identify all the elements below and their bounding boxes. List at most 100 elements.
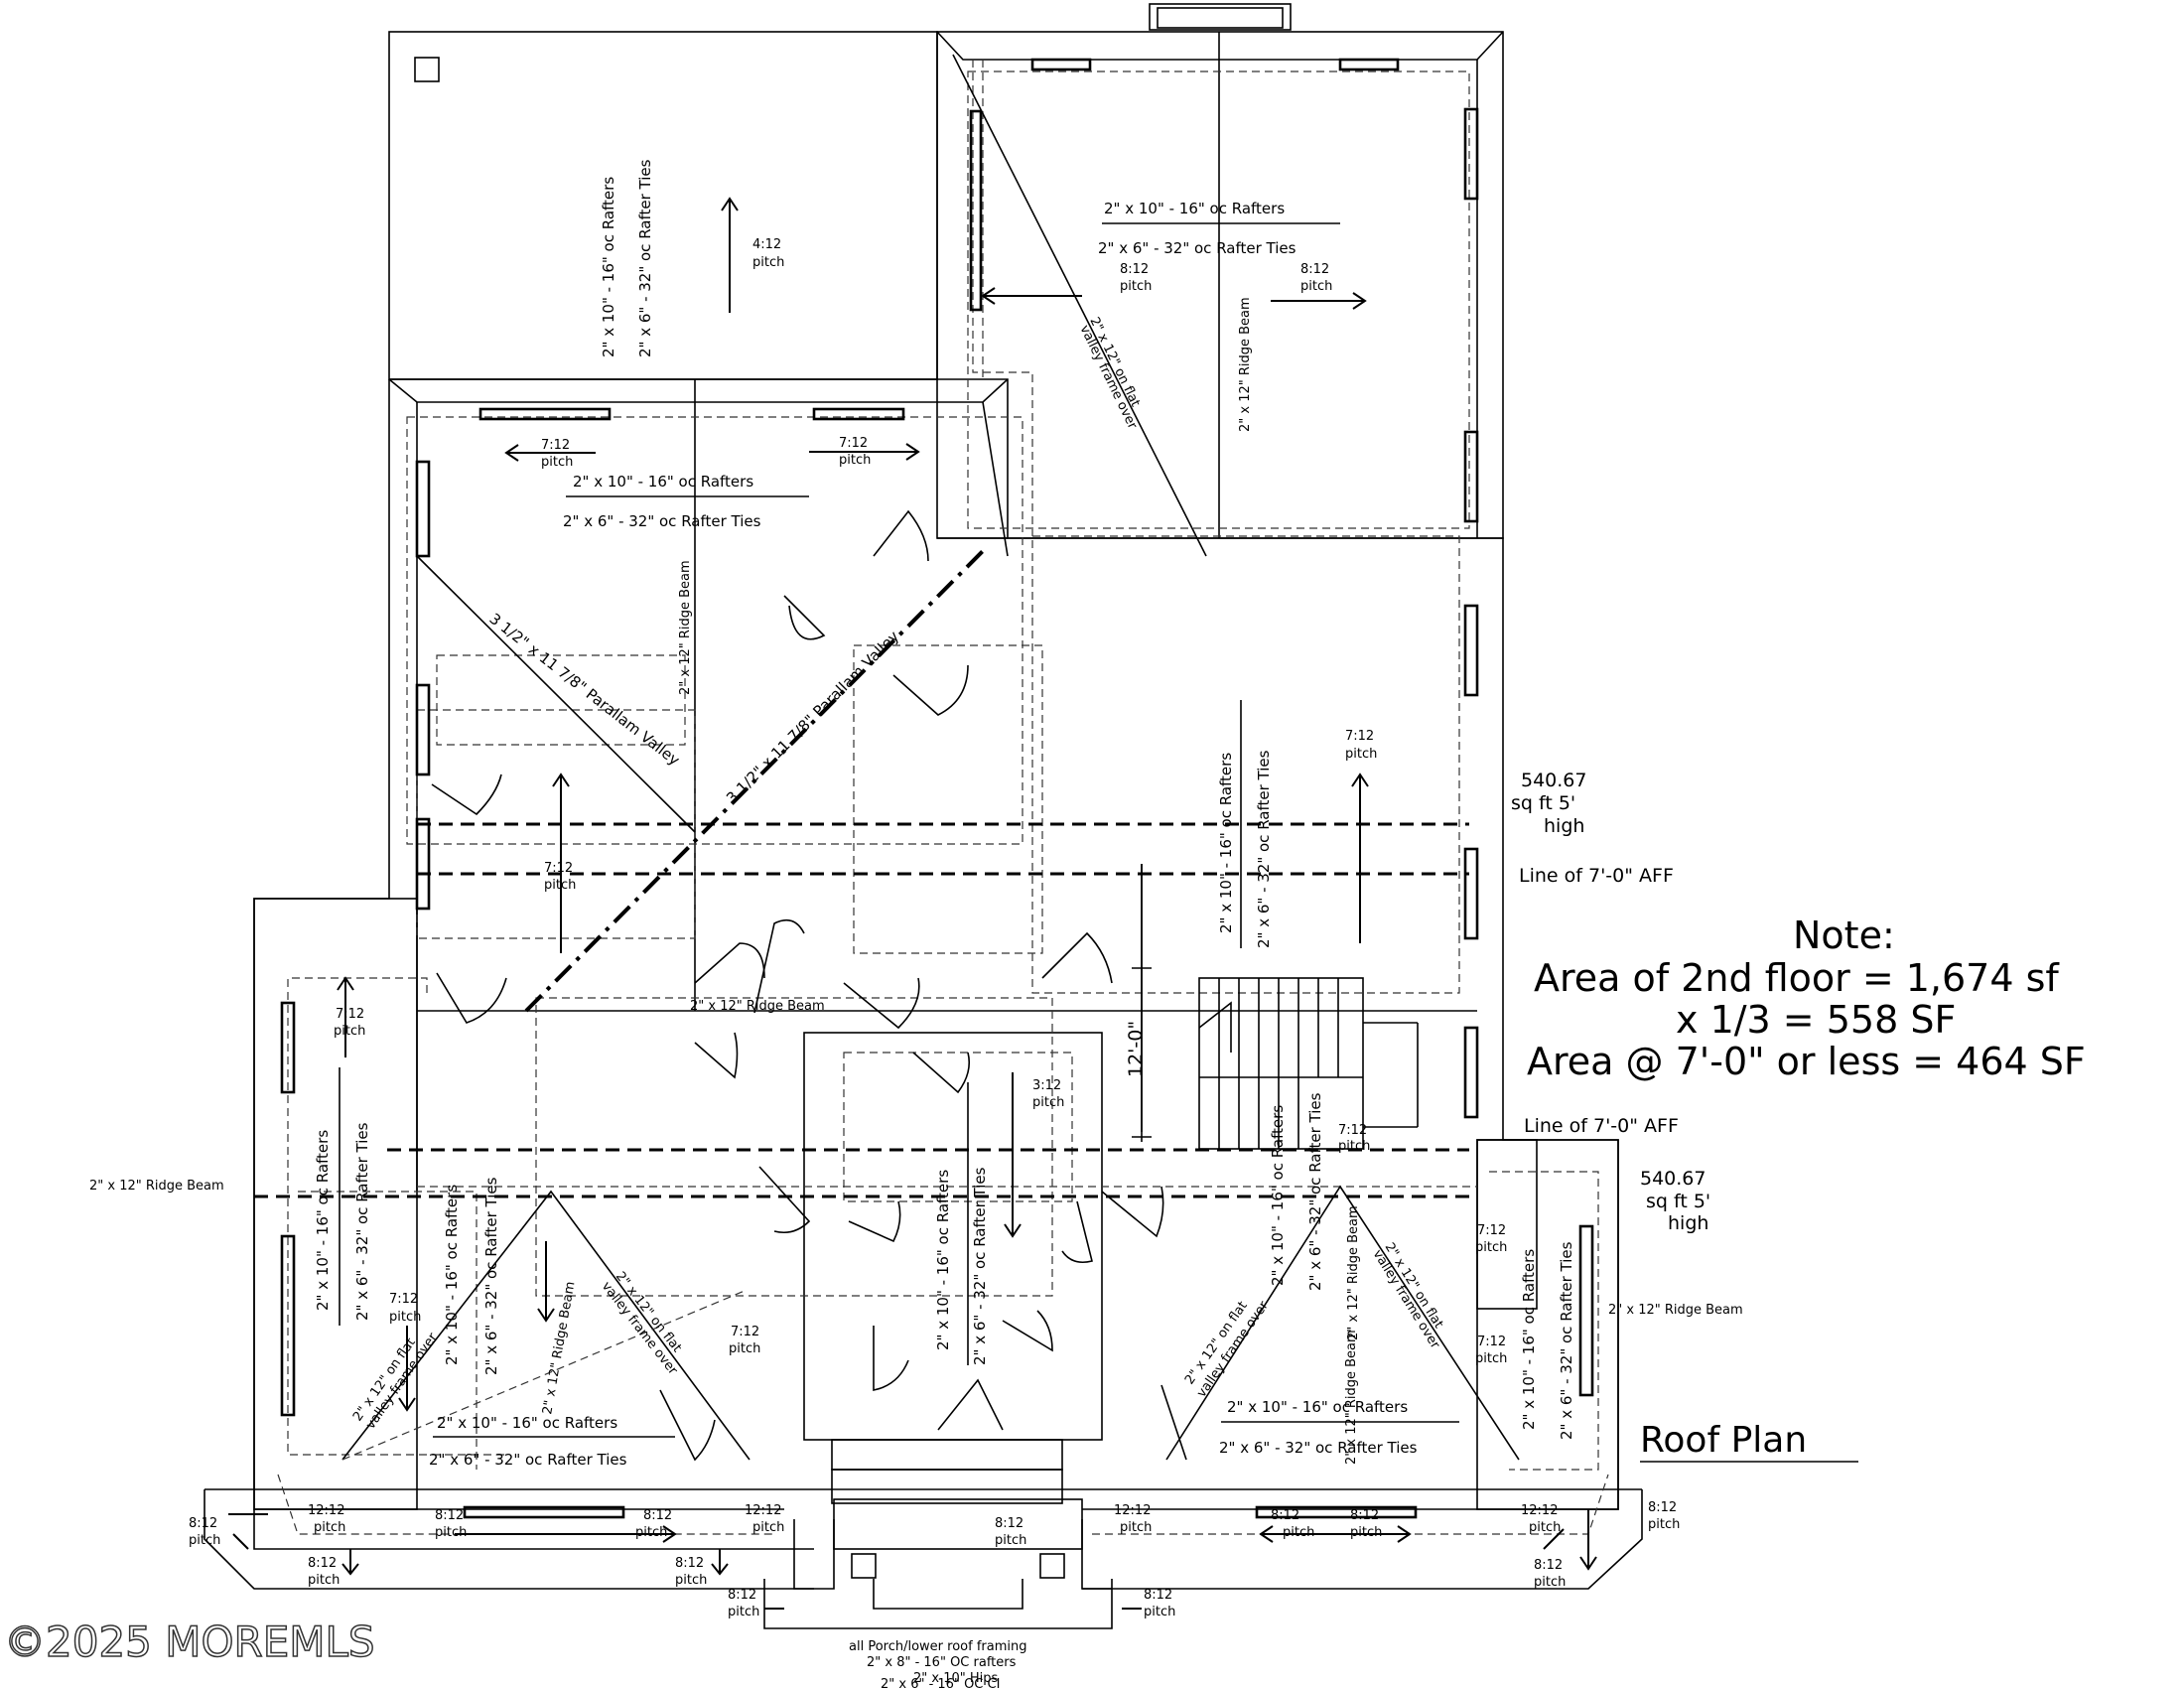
pitch-value-ll-mid: 7:12 bbox=[389, 1292, 418, 1307]
pitch-word-eave-14: pitch bbox=[1529, 1520, 1561, 1535]
pitch-value-eave-6: 8:12 bbox=[675, 1556, 704, 1571]
pitch-word-lr-top: pitch bbox=[1475, 1240, 1507, 1255]
pitch-word-ur-left: pitch bbox=[1120, 279, 1152, 294]
pitch-value-ml-b: 7:12 bbox=[839, 436, 868, 451]
rafters-label-ll: 2" x 10" - 16" oc Rafters bbox=[314, 1130, 332, 1311]
area-upper-line3: high bbox=[1544, 815, 1584, 837]
line-of-7ft-lower-label: Line of 7'-0" AFF bbox=[1524, 1115, 1679, 1137]
ridge-beam-label-far-right: 2" x 12" Ridge Beam bbox=[1608, 1303, 1743, 1318]
parallam-label-left: 3 1/2" x 11 7/8" Parallam Valley bbox=[486, 610, 684, 770]
note-line-2: x 1/3 = 558 SF bbox=[1676, 998, 1956, 1042]
pitch-word-eave-6: pitch bbox=[675, 1573, 707, 1588]
plan-title: Roof Plan bbox=[1640, 1420, 1807, 1461]
porch-note-3: 2" x 10" Hips bbox=[913, 1671, 999, 1686]
area-lower-line1: 540.67 bbox=[1640, 1168, 1706, 1190]
valley-line-left bbox=[416, 555, 696, 833]
pitch-word-eave-9: pitch bbox=[995, 1533, 1026, 1548]
line-of-7ft-aff bbox=[254, 822, 1477, 1198]
pitch-word-ll-top: pitch bbox=[334, 1024, 365, 1039]
valley-line-upper bbox=[952, 54, 1207, 557]
pitch-word-stair: pitch bbox=[1338, 1139, 1370, 1154]
pitch-value-eave-9: 8:12 bbox=[995, 1516, 1024, 1531]
pitch-word-eave-5: pitch bbox=[635, 1525, 667, 1540]
ridge-beam-label-lr: 2" x 12" Ridge Beam bbox=[1346, 1205, 1361, 1340]
pitch-value-ml-a: 7:12 bbox=[541, 438, 570, 453]
pitch-value-eave-5: 8:12 bbox=[643, 1508, 672, 1523]
hip-lines bbox=[341, 1185, 1520, 1461]
pitch-word-eave-4: pitch bbox=[435, 1525, 467, 1540]
dimension-12ft bbox=[1132, 864, 1152, 1138]
pitch-value-mr: 7:12 bbox=[1345, 729, 1374, 744]
rafters-label-ml: 2" x 10" - 16" oc Rafters bbox=[573, 473, 753, 491]
pitch-word-eave-2: pitch bbox=[314, 1520, 345, 1535]
pitch-value-ll-top: 7:12 bbox=[336, 1007, 364, 1022]
area-lower-line3: high bbox=[1668, 1212, 1708, 1234]
rafters-label-ur: 2" x 10" - 16" oc Rafters bbox=[1104, 200, 1285, 217]
rafter-ties-label-ll: 2" x 6" - 32" oc Rafter Ties bbox=[353, 1122, 371, 1321]
pitch-value-eave-1: 8:12 bbox=[189, 1516, 217, 1531]
porch-note-2: 2" x 8" - 16" OC rafters bbox=[867, 1655, 1017, 1670]
windows bbox=[280, 58, 1594, 1519]
pitch-word-ll-right: pitch bbox=[729, 1341, 760, 1356]
rafter-ties-label-stair: 2" x 6" - 32" oc Rafter Ties bbox=[1306, 1092, 1324, 1291]
pitch-word-lr-mid: pitch bbox=[1475, 1351, 1507, 1366]
pitch-word-eave-11: pitch bbox=[1144, 1605, 1175, 1619]
rafter-ties-label-ml: 2" x 6" - 32" oc Rafter Ties bbox=[563, 512, 761, 530]
pitch-value-eave-15: 8:12 bbox=[1648, 1500, 1677, 1515]
pitch-value-mid: 7:12 bbox=[544, 861, 573, 876]
pitch-value-ul: 4:12 bbox=[752, 237, 781, 252]
pitch-value-eave-7: 12:12 bbox=[745, 1503, 781, 1518]
pitch-word-mid: pitch bbox=[544, 878, 576, 893]
pitch-word-mr: pitch bbox=[1345, 747, 1377, 762]
pitch-value-eave-4: 8:12 bbox=[435, 1508, 464, 1523]
pitch-value-ur-left: 8:12 bbox=[1120, 262, 1149, 277]
rafter-ties-label-ll-bottom: 2" x 6" - 32" oc Rafter Ties bbox=[429, 1451, 627, 1469]
note-line-3: Area @ 7'-0" or less = 464 SF bbox=[1527, 1040, 2086, 1083]
rafters-label-lr2: 2" x 10" - 16" oc Rafters bbox=[1520, 1249, 1538, 1430]
area-lower-line2: sq ft 5' bbox=[1646, 1191, 1710, 1212]
note-line-1: Area of 2nd floor = 1,674 sf bbox=[1534, 956, 2060, 1000]
pitch-word-eave-12: pitch bbox=[1283, 1525, 1314, 1540]
pitch-word-eave-7: pitch bbox=[752, 1520, 784, 1535]
ridge-beam-label-ml: 2" x 12" Ridge Beam bbox=[678, 560, 693, 695]
rafter-ties-label-ul: 2" x 6" - 32" oc Rafter Ties bbox=[636, 159, 654, 357]
outer-walls bbox=[204, 3, 1643, 1629]
pitch-value-eave-2: 12:12 bbox=[308, 1503, 344, 1518]
dimension-label: 12'-0" bbox=[1125, 1021, 1147, 1077]
pitch-word-eave-3: pitch bbox=[308, 1573, 340, 1588]
pitch-value-lc: 3:12 bbox=[1032, 1078, 1061, 1093]
door-swings bbox=[431, 509, 1187, 1462]
line-of-7ft-upper-label: Line of 7'-0" AFF bbox=[1519, 865, 1674, 887]
pitch-value-ur-right: 8:12 bbox=[1300, 262, 1329, 277]
note-heading: Note: bbox=[1793, 914, 1895, 957]
pitch-word-ml-a: pitch bbox=[541, 455, 573, 470]
pitch-value-eave-8: 8:12 bbox=[728, 1588, 756, 1603]
pitch-word-ur-right: pitch bbox=[1300, 279, 1332, 294]
ridge-beam-label-far-left: 2" x 12" Ridge Beam bbox=[89, 1179, 224, 1194]
pitch-value-ll-right: 7:12 bbox=[731, 1325, 759, 1339]
pitch-value-eave-10: 12:12 bbox=[1114, 1503, 1151, 1518]
pitch-word-eave-16: pitch bbox=[1534, 1575, 1566, 1590]
rafters-label-ul: 2" x 10" - 16" oc Rafters bbox=[600, 177, 617, 357]
porch-note-1: all Porch/lower roof framing bbox=[849, 1639, 1026, 1654]
pitch-word-eave-15: pitch bbox=[1648, 1517, 1680, 1532]
ridge-beam-label-ur: 2" x 12" Ridge Beam bbox=[1238, 297, 1253, 432]
pitch-word-ul: pitch bbox=[752, 255, 784, 270]
rafters-label-ll2: 2" x 10" - 16" oc Rafters bbox=[443, 1185, 461, 1365]
pitch-word-eave-13: pitch bbox=[1350, 1525, 1382, 1540]
rafter-ties-label-mr: 2" x 6" - 32" oc Rafter Ties bbox=[1255, 750, 1273, 948]
pitch-arrows bbox=[228, 197, 1597, 1610]
rafter-ties-label-lr2: 2" x 6" - 32" oc Rafter Ties bbox=[1558, 1241, 1575, 1440]
area-upper-line2: sq ft 5' bbox=[1511, 792, 1575, 814]
pitch-value-eave-3: 8:12 bbox=[308, 1556, 337, 1571]
pitch-value-eave-14: 12:12 bbox=[1521, 1503, 1558, 1518]
rafters-label-mr: 2" x 10" - 16" oc Rafters bbox=[1217, 753, 1235, 933]
pitch-word-eave-8: pitch bbox=[728, 1605, 759, 1619]
pitch-word-lc: pitch bbox=[1032, 1095, 1064, 1110]
pitch-value-lr-top: 7:12 bbox=[1477, 1223, 1506, 1238]
rafters-label-lr: 2" x 10" - 16" oc Rafters bbox=[1227, 1398, 1408, 1416]
porch-note-4: 2" x 6" - 16" OC CJ bbox=[881, 1677, 1000, 1688]
pitch-value-lr-mid: 7:12 bbox=[1477, 1335, 1506, 1349]
parallam-label-center: 3 1/2" x 11 7/8" Parallam Valley bbox=[723, 628, 902, 807]
